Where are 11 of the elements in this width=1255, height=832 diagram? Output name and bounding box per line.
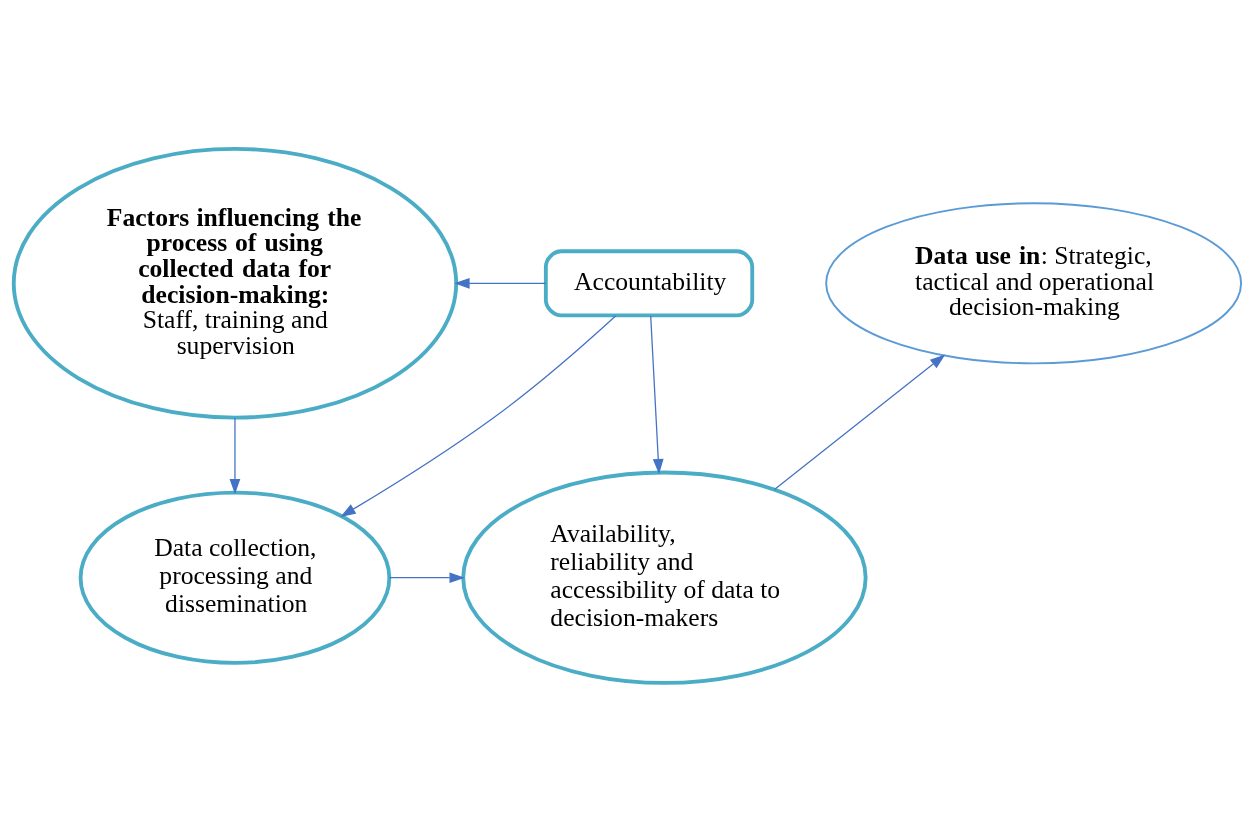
arrow: [340, 315, 617, 517]
arrow: [454, 277, 547, 289]
node-ellipse: Factors influencing the process of using collected data for decision-making: Staff, training and supervision: [11, 147, 459, 420]
arrow: [229, 417, 241, 495]
node-ellipse: Data collection, processing and dissemination: [78, 490, 392, 665]
node-ellipse: Availability, reliability and accessibility of data to decision-makers: [461, 470, 868, 685]
arrow: [773, 354, 946, 491]
node-box: Accountability: [543, 249, 755, 318]
arrow: [388, 572, 465, 584]
node-ellipse: Data use in: Strategic, tactical and operational decision-making: [825, 202, 1243, 365]
arrow: [650, 315, 664, 475]
